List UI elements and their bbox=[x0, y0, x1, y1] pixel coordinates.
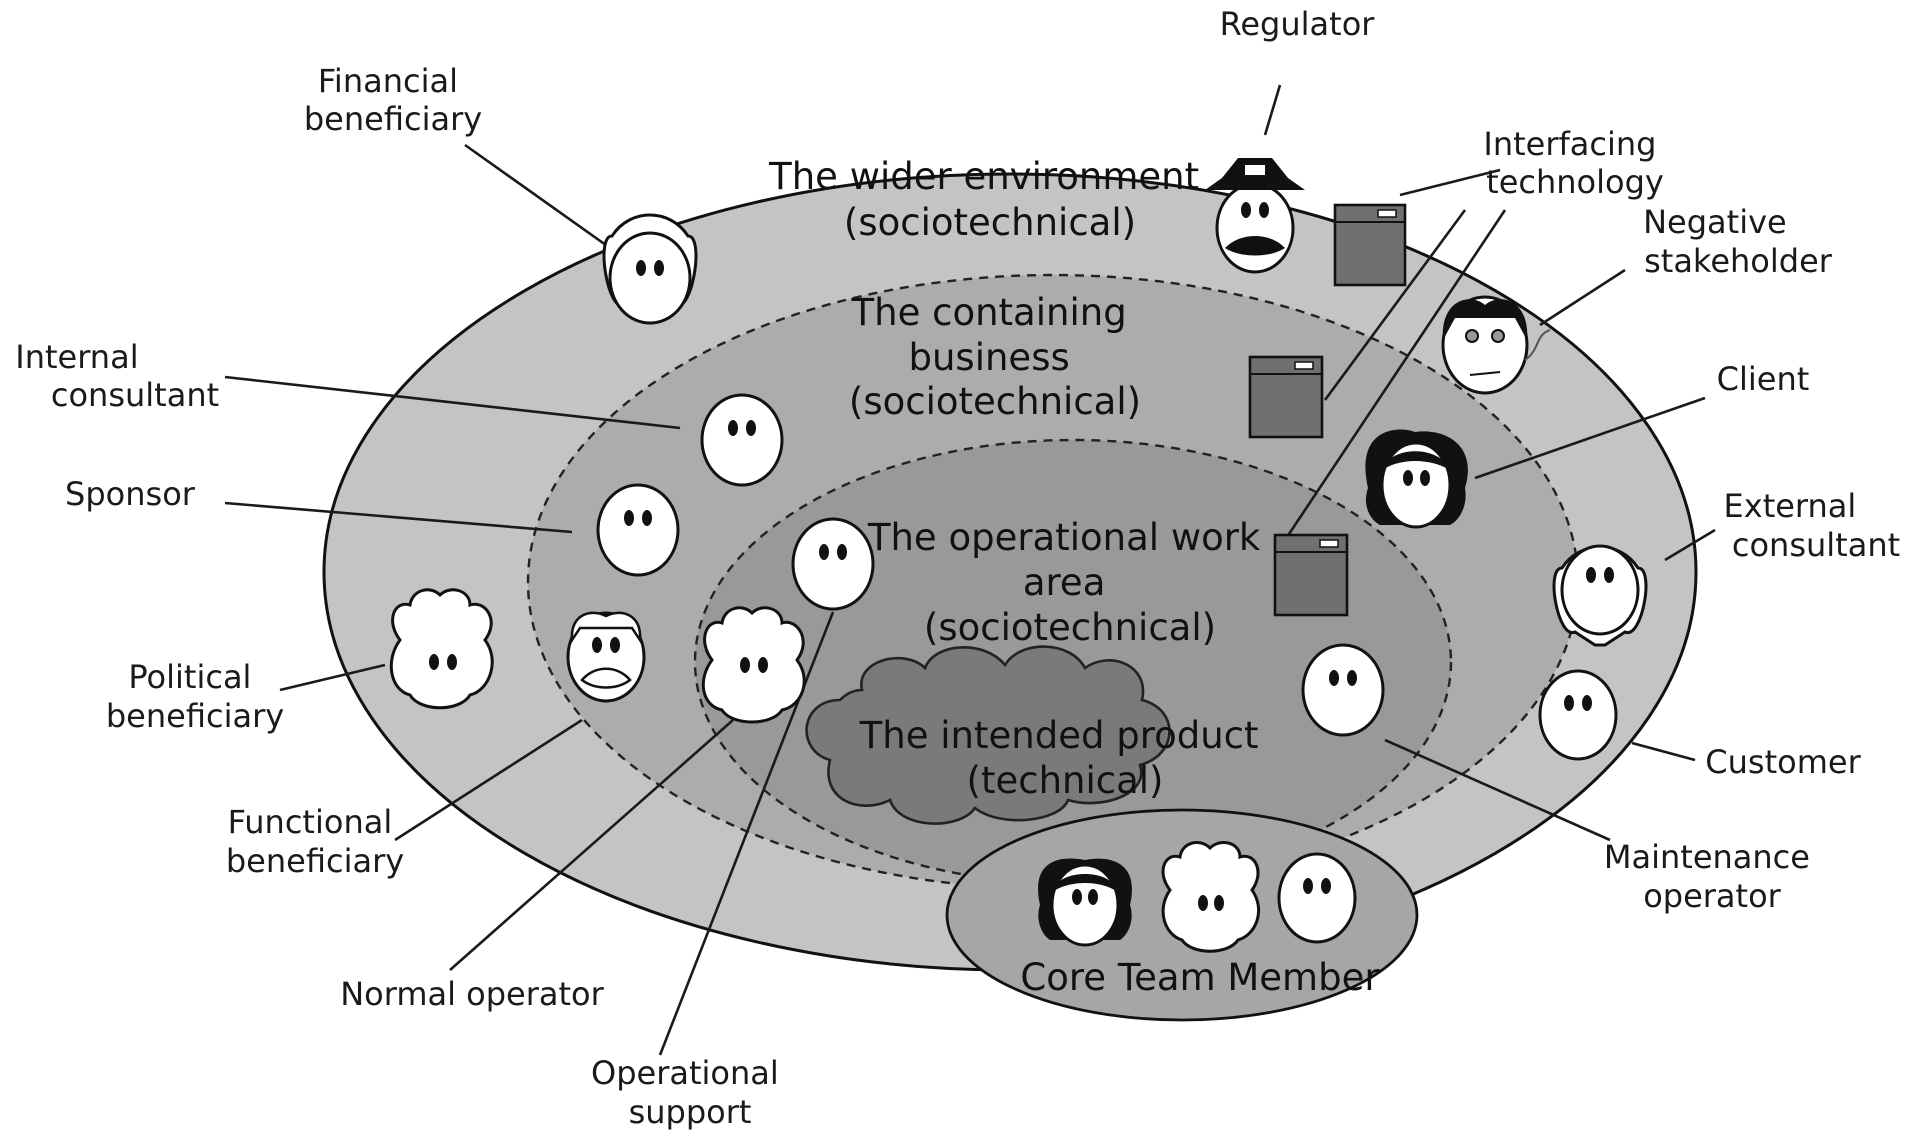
interfacing-device-3 bbox=[1273, 533, 1349, 617]
operational-work-area-title: The operational work area (sociotechnica… bbox=[867, 516, 1272, 649]
negative-stakeholder-figure bbox=[1441, 295, 1551, 395]
maintenance-operator-figure bbox=[1301, 643, 1385, 737]
external-leader bbox=[1664, 528, 1716, 562]
financial-beneficiary-label: Financial beneficiary bbox=[304, 62, 482, 138]
political-beneficiary-figure bbox=[389, 588, 494, 710]
regulator-leader bbox=[1263, 84, 1282, 136]
functional-leader bbox=[394, 718, 583, 842]
interfacing-leader-a bbox=[1399, 168, 1501, 197]
political-leader bbox=[279, 663, 386, 692]
sponsor-figure bbox=[596, 483, 680, 577]
interfacing-leader-c bbox=[1283, 209, 1507, 541]
normal-operator-label: Normal operator bbox=[340, 975, 604, 1013]
internal-leader bbox=[224, 375, 681, 430]
functional-beneficiary-figure bbox=[566, 611, 646, 703]
core-team-member-3 bbox=[1277, 852, 1357, 944]
interfacing-leader-b bbox=[1323, 209, 1467, 401]
external-consultant-label: External consultant bbox=[1724, 487, 1901, 564]
client-label: Client bbox=[1717, 360, 1810, 398]
interfacing-technology-label: Interfacing technology bbox=[1483, 125, 1666, 201]
customer-label: Customer bbox=[1705, 743, 1861, 781]
regulator-figure bbox=[1205, 158, 1305, 274]
core-team-member-1 bbox=[1038, 858, 1132, 947]
core-team-member-2 bbox=[1161, 841, 1261, 953]
external-consultant-figure bbox=[1552, 544, 1648, 647]
leader-lines bbox=[224, 84, 1716, 1056]
internal-consultant-label: Internal consultant bbox=[15, 338, 219, 414]
client-leader bbox=[1474, 396, 1706, 480]
interfacing-device-1 bbox=[1333, 203, 1407, 287]
sponsor-leader bbox=[224, 501, 573, 534]
intended-product-title: The intended product (technical) bbox=[859, 714, 1271, 802]
financial-beneficiary-figure bbox=[602, 213, 698, 325]
client-figure bbox=[1365, 429, 1468, 529]
maintenance-operator-label: Maintenance operator bbox=[1604, 838, 1820, 915]
normal-operator-figure bbox=[701, 606, 806, 724]
negative-stakeholder-label: Negative stakeholder bbox=[1643, 203, 1833, 280]
customer-figure bbox=[1538, 669, 1618, 761]
internal-consultant-figure bbox=[700, 393, 784, 487]
wider-environment-title: The wider environment (sociotechnical) bbox=[768, 155, 1211, 244]
containing-business-title: The containing business (sociotechnical) bbox=[849, 291, 1141, 423]
financial-leader bbox=[464, 143, 621, 257]
operational-support-label: Operational support bbox=[591, 1054, 789, 1131]
functional-beneficiary-label: Functional beneficiary bbox=[226, 803, 404, 880]
negative-leader bbox=[1539, 268, 1626, 327]
political-beneficiary-label: Political beneficiary bbox=[106, 658, 284, 735]
intended-product-cloud bbox=[805, 645, 1171, 825]
regulator-label: Regulator bbox=[1220, 5, 1376, 43]
core-team-title: Core Team Member bbox=[1020, 956, 1380, 999]
normal-leader bbox=[449, 719, 734, 971]
customer-leader bbox=[1631, 741, 1696, 762]
sponsor-label: Sponsor bbox=[65, 475, 196, 513]
operational-support-figure bbox=[791, 517, 875, 611]
maintenance-leader bbox=[1384, 738, 1611, 842]
interfacing-device-2 bbox=[1248, 355, 1324, 439]
